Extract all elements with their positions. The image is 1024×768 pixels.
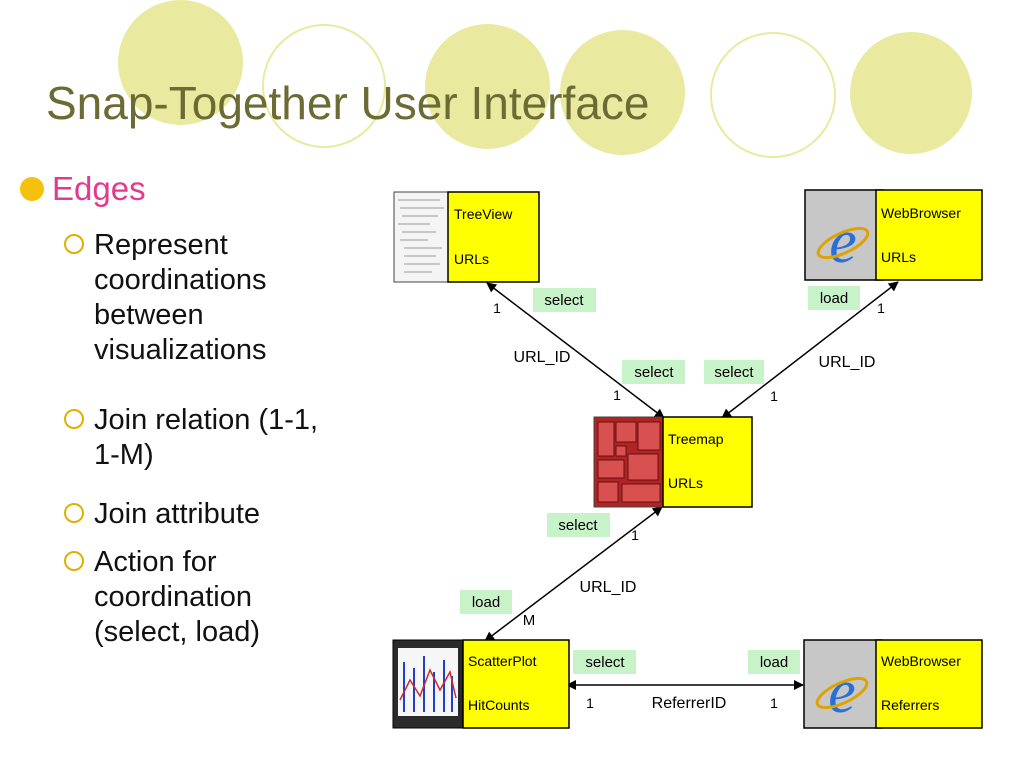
tag-bg xyxy=(808,286,860,310)
edge-label-treeview-select: select xyxy=(544,292,584,309)
treeview-name: TreeView xyxy=(454,206,513,222)
webbrowser2-name: WebBrowser xyxy=(881,653,961,669)
edge-card-webbrowser: 1 xyxy=(877,300,885,316)
edge-label-scatterplot-select: select xyxy=(585,654,625,671)
edge-attr-treemap: URL_ID xyxy=(580,579,637,596)
treeview-attr: URLs xyxy=(454,251,489,267)
tag-bg xyxy=(622,360,685,384)
subbullet: Represent coordinations between visualiz… xyxy=(64,228,334,368)
webbrowser1-name: WebBrowser xyxy=(881,205,961,221)
edge-treemap-scatterplot xyxy=(484,506,663,642)
edge-attr-treeview: URL_ID xyxy=(514,349,571,366)
edge-treeview-treemap xyxy=(486,282,665,419)
decor-circle xyxy=(262,24,386,148)
edge-card-bottom-right: 1 xyxy=(770,695,778,711)
edge-label-treemap-select-bottom: select xyxy=(558,517,598,534)
edge-label-treemap-select: select xyxy=(634,364,674,381)
ring-bullet-icon xyxy=(64,551,84,571)
webbrowser2-attr: Referrers xyxy=(881,697,939,713)
edge-card-treemap-right: 1 xyxy=(770,388,778,404)
decor-circle xyxy=(118,0,243,125)
node-treemap: Treemap URLs xyxy=(593,416,753,508)
ie-orbit-icon xyxy=(816,226,870,260)
edge-card-bottom-left: 1 xyxy=(586,695,594,711)
edge-card-treemap-left: 1 xyxy=(613,387,621,403)
slide-title: Snap-Together User Interface xyxy=(46,77,650,129)
node-treeview: TreeView URLs xyxy=(393,191,540,283)
scatterplot-name: ScatterPlot xyxy=(468,653,537,669)
subbullet: Join attribute xyxy=(64,497,334,532)
decor-circle xyxy=(710,32,836,158)
treeview-thumbnail xyxy=(393,191,452,283)
subbullet-text: Join attribute xyxy=(94,498,261,530)
ring-bullet-icon xyxy=(64,503,84,523)
treemap-name: Treemap xyxy=(668,431,724,447)
ie-logo-icon: e xyxy=(828,658,856,726)
webbrowser1-attr: URLs xyxy=(881,249,916,265)
scatterplot-attr: HitCounts xyxy=(468,697,529,713)
ie-orbit-icon xyxy=(815,676,869,710)
edge-card-scatterplot: M xyxy=(523,612,536,629)
tag-bg xyxy=(573,650,636,674)
edge-label-treemap-select-right: select xyxy=(714,364,754,381)
bullet-label: Edges xyxy=(52,170,146,207)
edge-label-webbrowser-load: load xyxy=(820,290,848,307)
tag-bg xyxy=(547,513,610,537)
tag-bg xyxy=(748,650,800,674)
edge-card-treemap-bottom: 1 xyxy=(631,527,639,543)
bullet-edges: Edges xyxy=(20,170,146,208)
subbullet-text: Action for coordination (select, load) xyxy=(94,546,261,648)
bullet-dot-icon xyxy=(20,177,44,201)
tag-bg xyxy=(704,360,764,384)
edge-attr-webbrowser: URL_ID xyxy=(819,354,876,371)
edge-attr-bottom: ReferrerID xyxy=(652,695,727,712)
edge-label-scatterplot-load: load xyxy=(472,594,500,611)
node-webbrowser-urls: e WebBrowser URLs xyxy=(804,189,983,281)
subbullet: Join relation (1-1, 1-M) xyxy=(64,403,334,473)
coordination-diagram: TreeView URLs e WebBrowser URLs Treemap … xyxy=(392,189,983,729)
subbullet-text: Join relation (1-1, 1-M) xyxy=(94,404,319,471)
decor-circle xyxy=(425,24,550,149)
decor-circle xyxy=(560,30,685,155)
subbullet: Action for coordination (select, load) xyxy=(64,545,334,650)
treemap-attr: URLs xyxy=(668,475,703,491)
webbrowser2-thumbnail xyxy=(803,639,883,729)
tag-bg xyxy=(533,288,596,312)
ring-bullet-icon xyxy=(64,234,84,254)
node-webbrowser-referrers: e WebBrowser Referrers xyxy=(803,639,983,729)
ie-logo-icon: e xyxy=(829,208,857,276)
node-scatterplot: ScatterPlot HitCounts xyxy=(392,639,570,729)
tag-bg xyxy=(460,590,512,614)
webbrowser-thumbnail xyxy=(804,189,884,281)
ring-bullet-icon xyxy=(64,409,84,429)
decor-circle xyxy=(850,32,972,154)
edge-card-treeview: 1 xyxy=(493,300,501,316)
edge-webbrowser-treemap xyxy=(721,281,899,419)
edge-label-bottom-load: load xyxy=(760,654,788,671)
subbullet-text: Represent coordinations between visualiz… xyxy=(94,229,267,366)
